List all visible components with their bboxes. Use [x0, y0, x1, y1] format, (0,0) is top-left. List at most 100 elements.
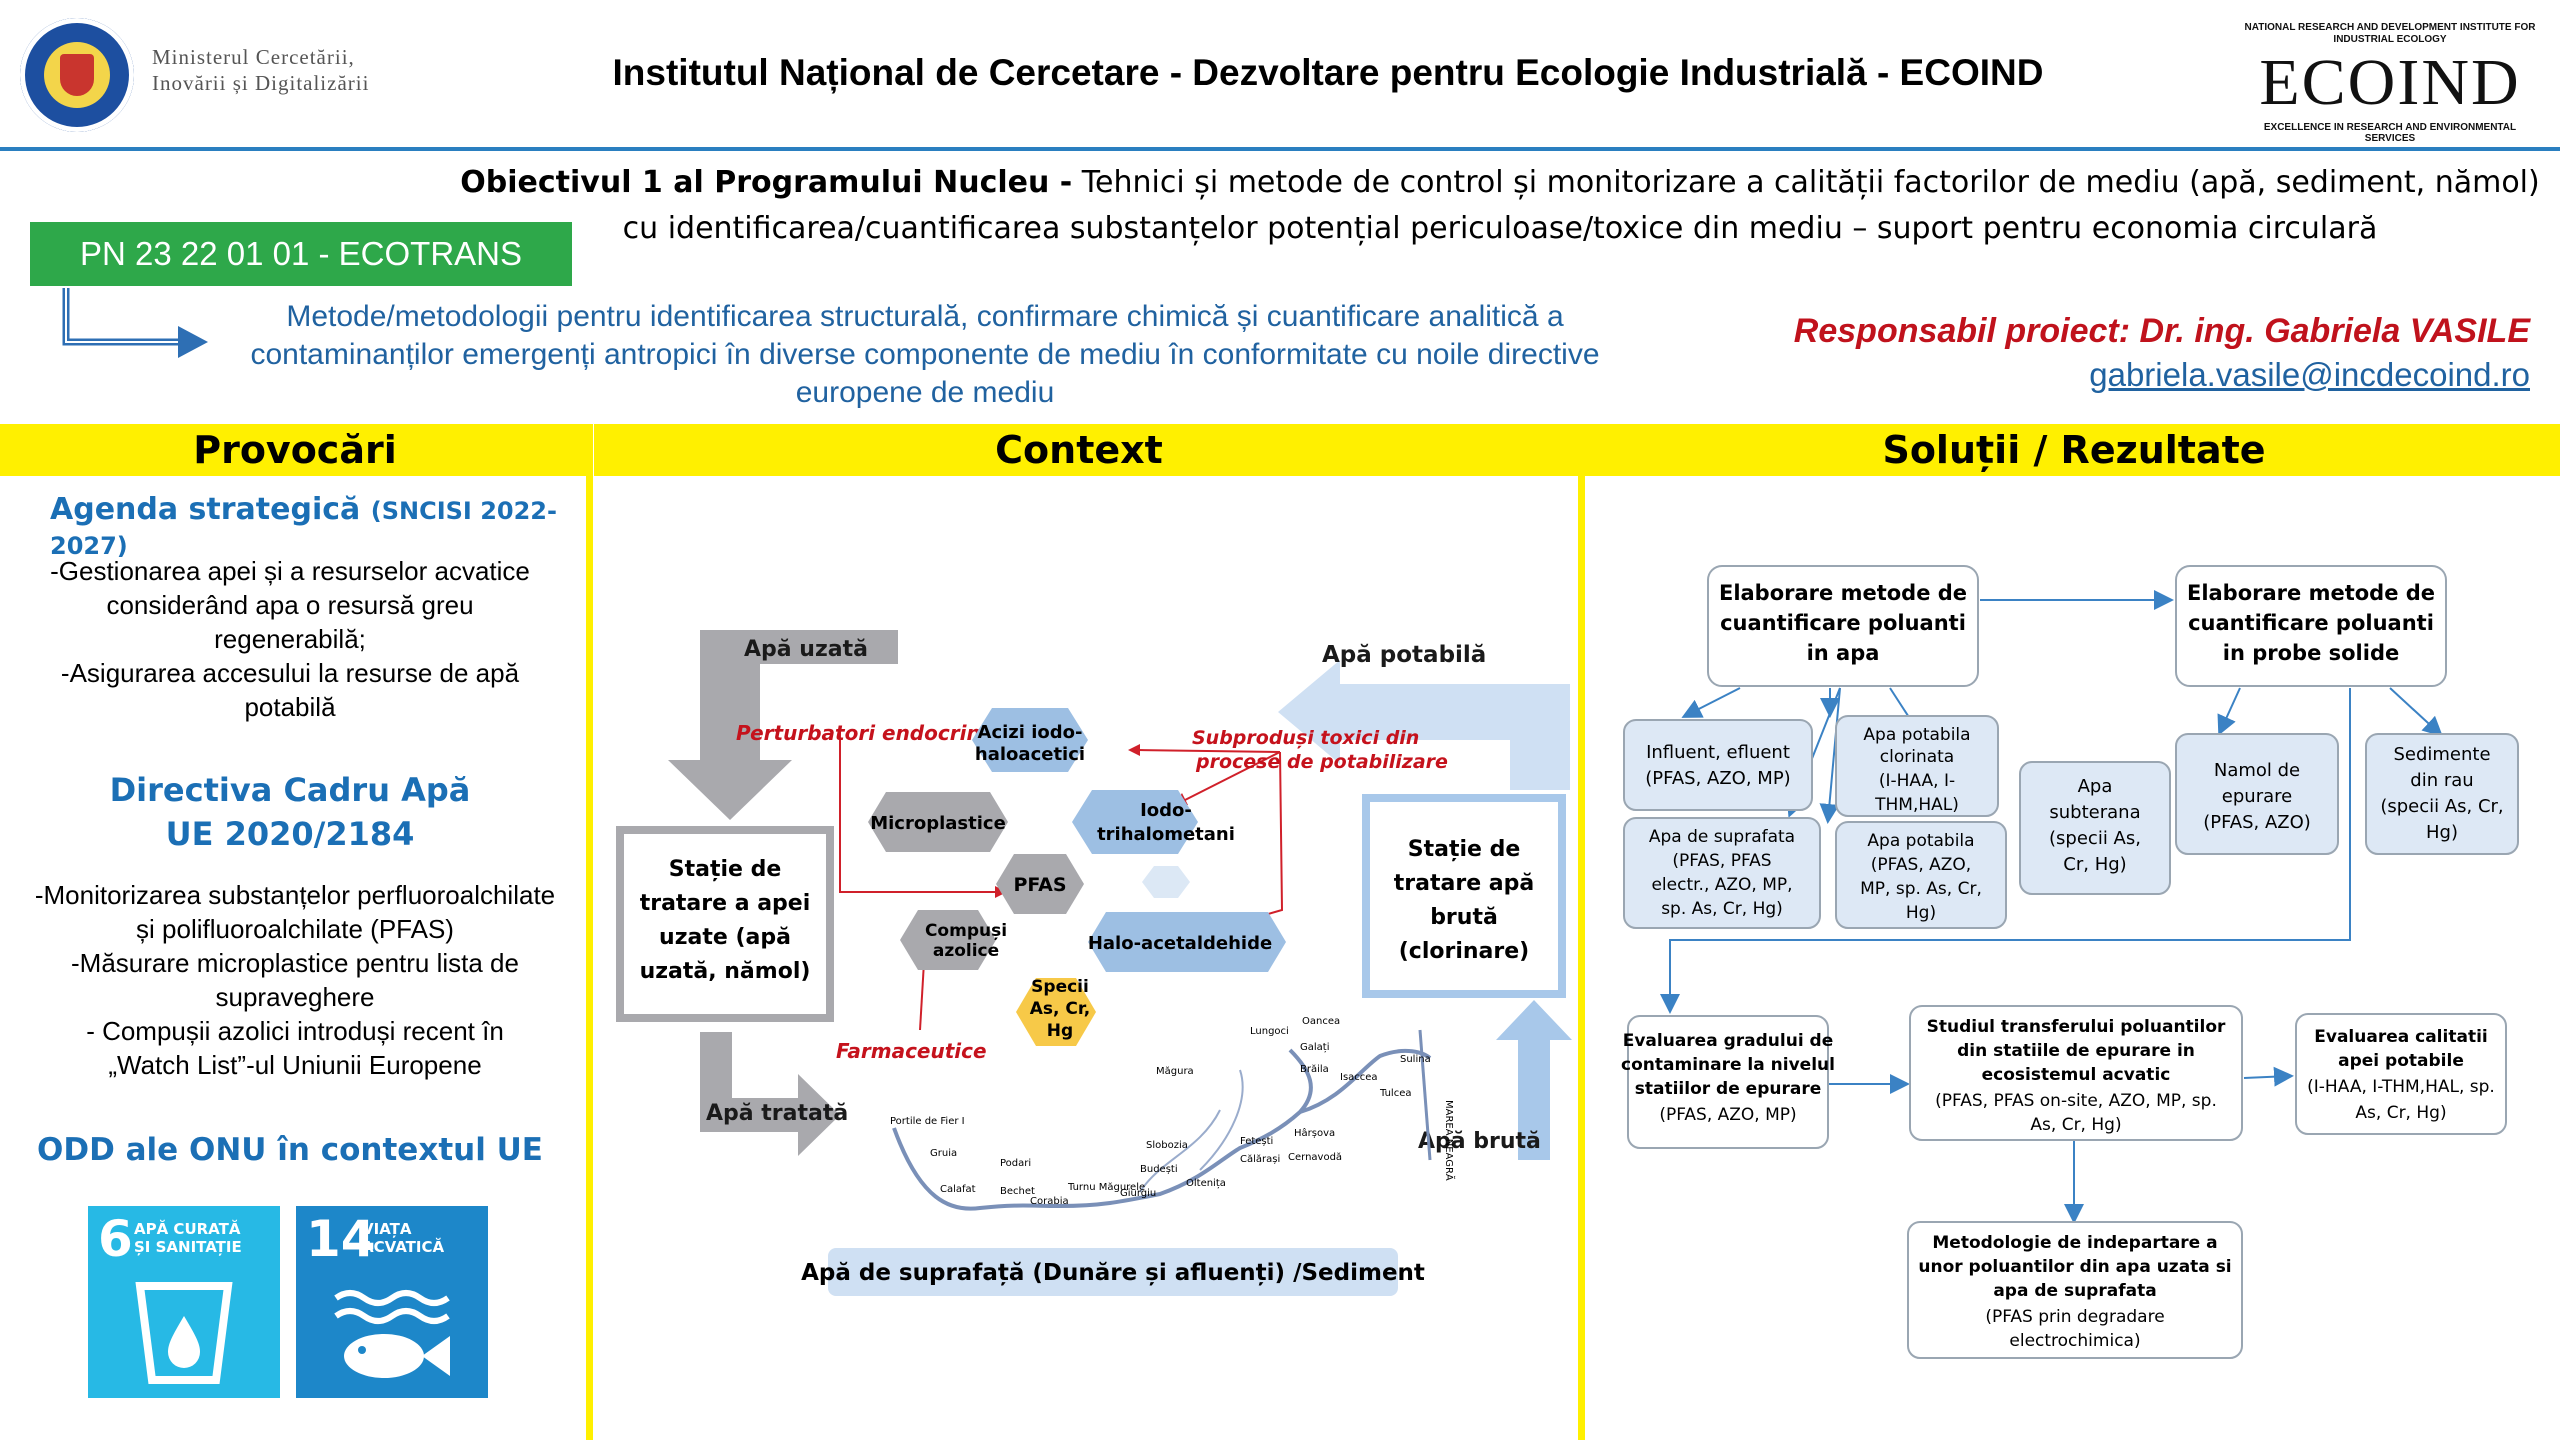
plant-right-line: brută: [1430, 905, 1498, 930]
box-text: cuantificare poluanti: [2188, 611, 2434, 635]
context-diagram: Apă uzată Apă potabilă Stație de tratare…: [616, 630, 1572, 1296]
directive-line: - Compușii azolici introduși recent în: [86, 1016, 504, 1046]
box-text: (PFAS, PFAS on-site, AZO, MP, sp.: [1935, 1091, 2217, 1111]
hex-label: Microplastice: [870, 813, 1006, 834]
box-potable-eval: Evaluarea calitatii apei potabile (I-HAA…: [2295, 1013, 2507, 1135]
box-transfer-study: Studiul transferului poluantilor din sta…: [1909, 1005, 2243, 1141]
box-text: (PFAS prin degradare: [1985, 1307, 2164, 1327]
box-text: subterana: [2049, 802, 2140, 823]
solutions-flowchart: Elaborare metode de cuantificare poluant…: [1621, 565, 2519, 1359]
map-label: Hârșova: [1294, 1127, 1335, 1139]
box-text: apei potabile: [2338, 1051, 2464, 1071]
box-text: Influent, efluent: [1646, 742, 1790, 763]
plant-left-line: Stație de: [669, 857, 782, 882]
column-divider: [586, 424, 593, 1440]
box-text: As, Cr, Hg): [2355, 1103, 2446, 1123]
directive-line: supraveghere: [215, 982, 375, 1012]
contact-email-link[interactable]: gabriela.vasile@incdecoind.ro: [2089, 356, 2530, 393]
box-text: din rau: [2410, 770, 2473, 791]
agenda-line: -Gestionarea apei și a resurselor acvati…: [50, 556, 530, 586]
box-water-methods: Elaborare metode de cuantificare poluant…: [1707, 565, 1979, 687]
box-text: electrochimica): [2009, 1331, 2140, 1351]
hex-label: haloacetici: [975, 744, 1085, 765]
sdg-label-line: APĂ CURATĂ: [134, 1220, 241, 1238]
government-seal-icon: [20, 18, 134, 132]
box-text: clorinata: [1880, 747, 1954, 767]
objective-line-2: cu identificarea/cuantificarea substanțe…: [622, 211, 2378, 246]
endocrine-label: Perturbatori endocrini: [736, 721, 989, 745]
directive-title-line: UE 2020/2184: [165, 815, 415, 853]
sdg-label-line: ȘI SANITAȚIE: [134, 1238, 242, 1256]
box-text: Namol de: [2214, 760, 2300, 781]
agenda-line: potabilă: [244, 692, 336, 722]
map-label: Isaccea: [1340, 1072, 1378, 1083]
box-removal-method: Metodologie de indepartare a unor poluan…: [1907, 1221, 2243, 1359]
map-label: Sulina: [1400, 1054, 1431, 1065]
agenda-line: considerând apa o resursă greu: [106, 590, 474, 620]
hex-label: Compuși: [925, 921, 1007, 941]
box-groundwater: Apa subterana (specii As, Cr, Hg): [2019, 761, 2171, 895]
map-label: Călărași: [1240, 1154, 1280, 1165]
map-label: Slobozia: [1146, 1140, 1188, 1151]
map-label: Bechet: [1000, 1186, 1035, 1197]
sdg-title: ODD ale ONU în contextul UE: [37, 1132, 543, 1168]
box-text: in apa: [1807, 641, 1880, 665]
box-text: (PFAS, AZO, MP): [1645, 768, 1790, 789]
hex-label: PFAS: [1013, 874, 1066, 896]
box-text: (I-HAA, I-THM,HAL, sp.: [2307, 1077, 2495, 1097]
box-sludge: Namol de epurare (PFAS, AZO): [2175, 733, 2339, 855]
map-label: Cernavodă: [1288, 1152, 1342, 1163]
hex-azole: [900, 910, 996, 970]
box-chlorinated: Apa potabila clorinata (I-HAA, I- THM,HA…: [1835, 715, 1999, 817]
box-text: Apa: [2078, 776, 2113, 797]
logo-tagline: EXCELLENCE IN RESEARCH AND ENVIRONMENTAL…: [2263, 122, 2517, 144]
treated-label: Apă tratată: [706, 1101, 848, 1126]
box-text: Studiul transferului poluantilor: [1927, 1017, 2226, 1037]
sdg-label-line: ACVATICĂ: [362, 1238, 445, 1256]
fish-icon: [334, 1290, 450, 1378]
column-divider: [1578, 424, 1585, 1440]
hex-label: Specii: [1031, 977, 1089, 997]
box-text: (I-HAA, I-: [1879, 771, 1955, 791]
map-label: Giurgiu: [1120, 1188, 1156, 1199]
sdg-number: 6: [98, 1210, 133, 1268]
box-text: electr., AZO, MP,: [1651, 875, 1792, 895]
directive-line: -Monitorizarea substanțelor perfluoroalc…: [34, 880, 556, 910]
hex-acids: [972, 708, 1088, 772]
directive-title: Directiva Cadru Apă UE 2020/2184: [0, 768, 580, 856]
map-label: Gruia: [930, 1148, 957, 1159]
box-text: Elaborare metode de: [2187, 581, 2435, 605]
hex-label: trihalometani: [1097, 824, 1235, 845]
column-header-challenges: Provocări: [0, 424, 590, 476]
hex-cluster: Acizi iodo- haloacetici Microplastice Io…: [868, 708, 1286, 1046]
potable-arrow: Apă potabilă: [1278, 642, 1570, 790]
box-text: statiilor de epurare: [1635, 1079, 1822, 1099]
box-text: contaminare la nivelul: [1621, 1055, 1835, 1075]
surface-label: Apă de suprafață (Dunăre și afluenți) /S…: [801, 1260, 1425, 1286]
water-glass-icon: [135, 1282, 233, 1384]
map-label: Oancea: [1302, 1016, 1340, 1027]
hex-pfas: [996, 854, 1084, 914]
box-text: (specii As,: [2049, 828, 2141, 849]
box-text: Hg): [1906, 903, 1936, 923]
arrow-right-icon: [62, 288, 208, 358]
hex-label: azolice: [933, 941, 999, 961]
byproducts-label: procese de potabilizare: [1195, 751, 1448, 773]
wastewater-plant-box: Stație de tratare a apei uzate (apă uzat…: [616, 826, 834, 1022]
directive-line: și polifluoroalchilate (PFAS): [136, 914, 454, 944]
project-description: Metode/metodologii pentru identificarea …: [250, 300, 1600, 409]
box-potable: Apa potabila (PFAS, AZO, MP, sp. As, Cr,…: [1835, 821, 2007, 929]
plant-right-line: tratare apă: [1394, 871, 1534, 896]
raw-water-arrow: Apă brută: [1418, 1000, 1572, 1160]
plant-left-line: uzate (apă: [659, 925, 791, 950]
map-label: Calafat: [940, 1184, 976, 1195]
box-text: apa de suprafata: [1993, 1281, 2156, 1301]
box-text: Sedimente: [2393, 744, 2490, 765]
ministry-name: Ministerul Cercetării, Inovării și Digit…: [152, 44, 442, 96]
box-text: (PFAS, PFAS: [1672, 851, 1771, 871]
map-label: Tulcea: [1379, 1088, 1411, 1099]
agenda-subtitle: (SNCISI 2022-2027): [50, 497, 557, 560]
plant-left-line: tratare a apei: [640, 891, 811, 916]
